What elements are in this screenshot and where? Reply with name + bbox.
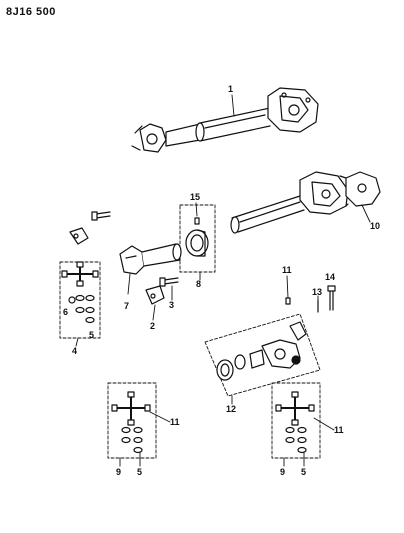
callout-3: 3 <box>169 300 175 310</box>
fitting-11a <box>285 297 291 305</box>
callout-11b: 11 <box>170 417 180 427</box>
bolt-3 <box>159 277 179 287</box>
strap-upper <box>69 227 89 245</box>
u-joint-cross-4 <box>61 261 99 287</box>
drive-shaft-assembly-upper <box>131 87 319 153</box>
cv-joint-components <box>216 321 307 381</box>
callout-5a: 5 <box>89 330 95 340</box>
callout-15: 15 <box>190 192 201 202</box>
callout-4: 4 <box>72 346 78 356</box>
bolt-14 <box>327 285 336 311</box>
callout-9a: 9 <box>116 467 122 477</box>
u-joint-kit-box-9b <box>271 382 321 459</box>
strap-2 <box>145 285 165 305</box>
bearing-caps-5c <box>285 426 307 454</box>
bearing-caps-5b <box>121 426 143 454</box>
callout-10: 10 <box>370 221 381 231</box>
leader-15 <box>195 202 198 217</box>
callout-11a: 11 <box>282 265 292 275</box>
drive-shaft-assembly-lower <box>230 171 381 234</box>
leader-2 <box>152 304 156 321</box>
callout-8: 8 <box>196 279 202 289</box>
seal-kit-box <box>179 204 216 273</box>
leader-7 <box>127 273 131 295</box>
callout-5c: 5 <box>301 467 307 477</box>
callout-1: 1 <box>228 84 234 94</box>
leader-11c <box>313 417 335 431</box>
leader-4 <box>75 337 79 347</box>
callout-5b: 5 <box>137 467 143 477</box>
leader-10 <box>361 204 371 223</box>
cv-joint-kit-box-12 <box>204 313 321 397</box>
flange-yoke <box>119 243 182 275</box>
diagram-code: 8J16 500 <box>6 6 56 18</box>
callout-11c: 11 <box>334 425 344 435</box>
leader-11a <box>286 275 289 299</box>
fitting-15 <box>194 217 200 225</box>
u-joint-cross-9b <box>275 391 315 426</box>
callout-9b: 9 <box>280 467 286 477</box>
callout-12: 12 <box>226 404 237 414</box>
u-joint-kit-box-9a <box>107 382 157 459</box>
seal-bearing <box>185 229 209 257</box>
leader-11b <box>149 411 171 423</box>
callout-13: 13 <box>312 287 323 297</box>
bearing-caps-5a <box>75 294 95 324</box>
bolt-top <box>91 211 111 221</box>
leader-1 <box>231 94 235 117</box>
callout-6: 6 <box>63 307 69 317</box>
snap-ring-6 <box>68 296 76 304</box>
u-joint-cross-9a <box>111 391 151 426</box>
callout-2: 2 <box>150 321 156 331</box>
callout-7: 7 <box>124 301 130 311</box>
callout-14: 14 <box>325 272 336 282</box>
